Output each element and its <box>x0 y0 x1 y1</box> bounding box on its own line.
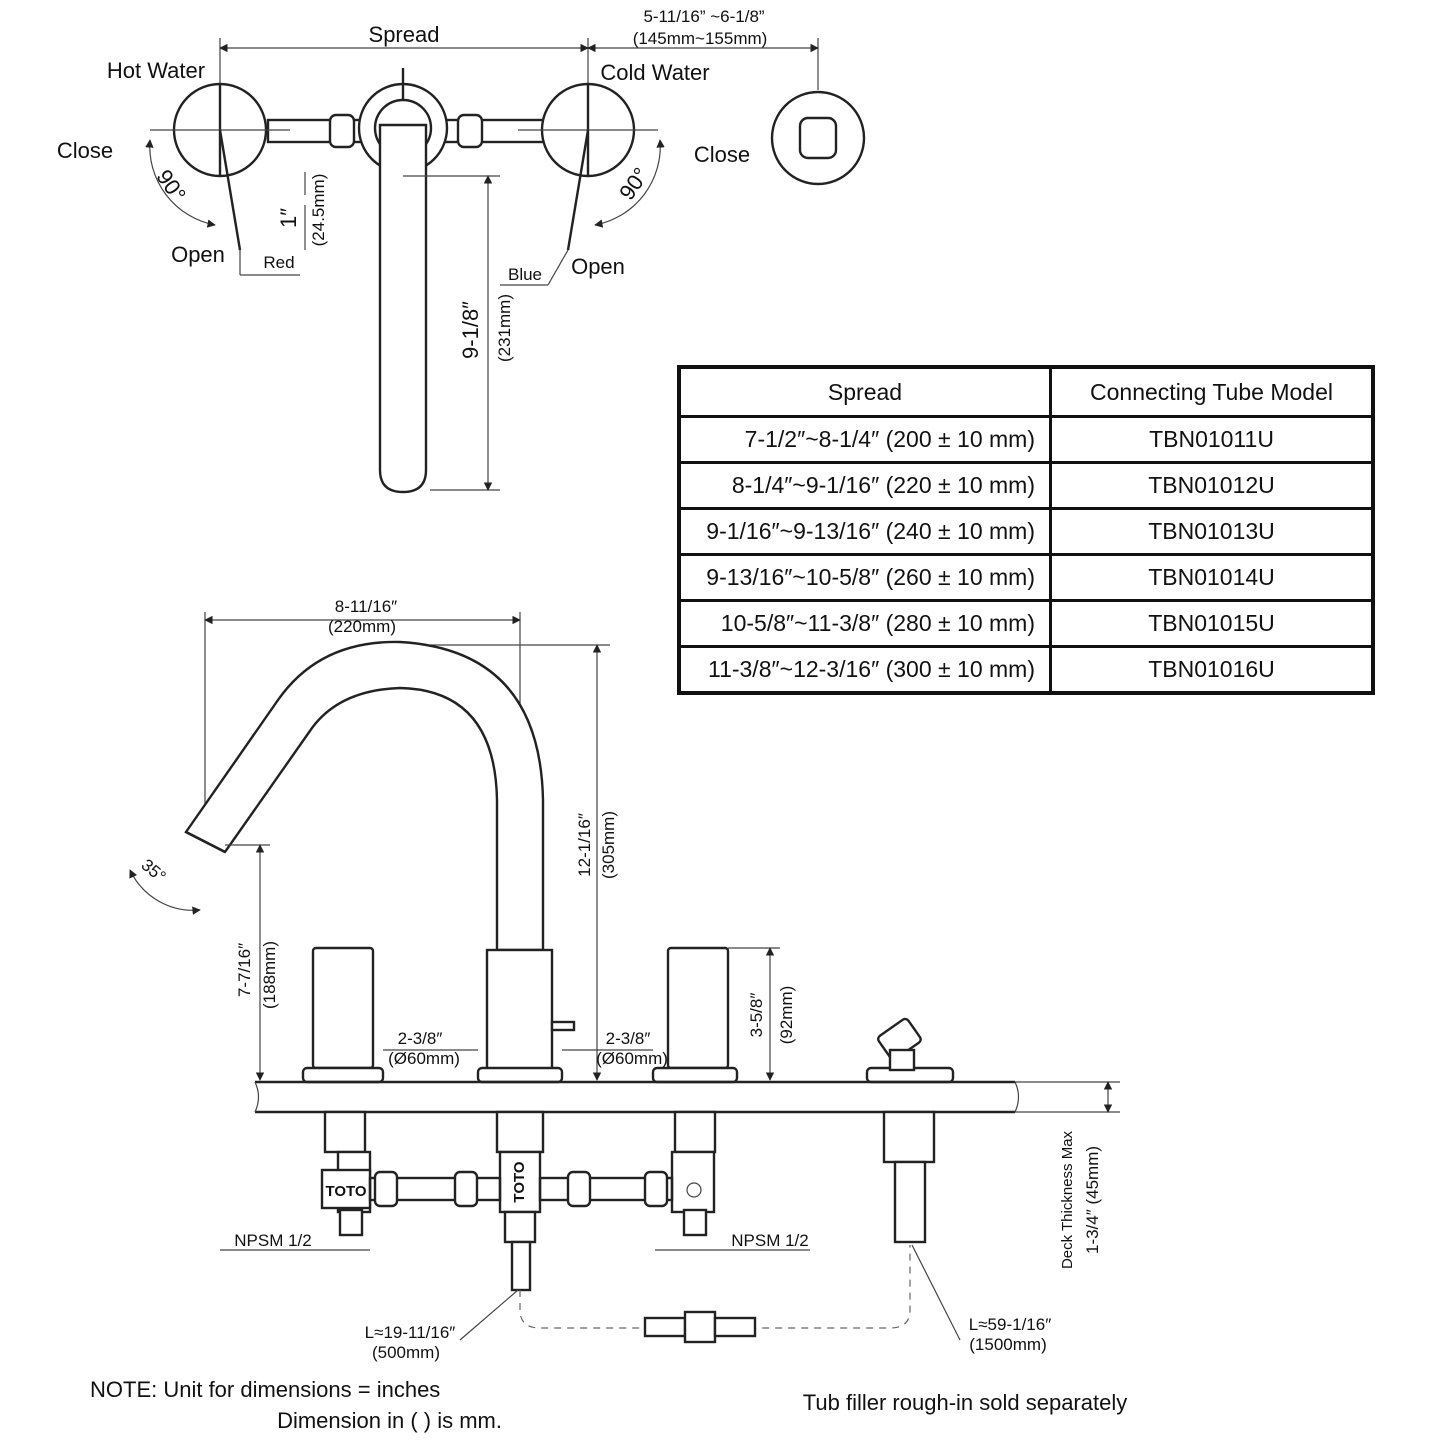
spout-arm <box>378 123 428 494</box>
cold-water-label: Cold Water <box>600 60 709 85</box>
reach-in: 8-11/16″ <box>335 597 397 616</box>
brand-left: TOTO <box>325 1183 366 1200</box>
open-left-label: Open <box>171 242 225 267</box>
angle-right-label: 90° <box>614 163 654 205</box>
height-in: 12-1/16″ <box>575 813 594 877</box>
hose-right-mm: (1500mm) <box>969 1335 1046 1354</box>
handle-h-mm: (92mm) <box>777 986 796 1045</box>
note-line2: Dimension in ( ) is mm. <box>277 1408 502 1433</box>
hot-handle-side <box>311 946 375 1070</box>
table-row: 8-1/4″~9-1/16″ (220 ± 10 mm) TBN01012U <box>677 461 1375 510</box>
hot-water-label: Hot Water <box>107 58 205 83</box>
npsm-left: NPSM 1/2 <box>234 1231 311 1250</box>
rough-in-note: Tub filler rough-in sold separately <box>803 1390 1127 1415</box>
deck-value: 1-3/4″ (45mm) <box>1083 1146 1102 1254</box>
spout-body <box>485 948 554 1072</box>
spread-range-mm: (145mm~155mm) <box>633 29 768 48</box>
spread-range-in: 5-11/16” ~6-1/8” <box>643 7 764 26</box>
model-cell: TBN01014U <box>1049 553 1375 602</box>
red-label: Red <box>263 253 294 272</box>
dia-left-in: 2-3/8″ <box>398 1029 443 1048</box>
blue-label: Blue <box>508 265 542 284</box>
spread-cell: 9-13/16″~10-5/8″ (260 ± 10 mm) <box>677 553 1052 602</box>
height-mm: (305mm) <box>599 811 618 879</box>
spout-in: 9-1/8″ <box>458 301 483 359</box>
close-left-label: Close <box>57 138 113 163</box>
model-cell: TBN01012U <box>1049 461 1375 510</box>
spout-clear-mm: (188mm) <box>260 941 279 1009</box>
model-cell: TBN01015U <box>1049 599 1375 648</box>
top-view: Spread 5-11/16” ~6-1/8” (145mm~155mm) Ho… <box>57 7 866 494</box>
cold-handle-side <box>666 946 730 1070</box>
reach-mm: (220mm) <box>328 617 396 636</box>
header-spread: Spread <box>677 365 1052 418</box>
side-view: 8-11/16″ (220mm) 12-1/16″ (305mm) 35° 7-… <box>129 597 1120 1362</box>
note-line1: NOTE: Unit for dimensions = inches <box>90 1377 440 1402</box>
close-right-label: Close <box>694 142 750 167</box>
model-cell: TBN01013U <box>1049 507 1375 556</box>
table-row: 7-1/2″~8-1/4″ (200 ± 10 mm) TBN01011U <box>677 415 1375 464</box>
spread-cell: 11-3/8″~12-3/16″ (300 ± 10 mm) <box>677 645 1052 695</box>
spread-label: Spread <box>369 22 440 47</box>
angle-35: 35° <box>138 855 170 886</box>
angle-left-label: 90° <box>151 165 191 207</box>
table-row: 9-13/16″~10-5/8″ (260 ± 10 mm) TBN01014U <box>677 553 1375 602</box>
spread-cell: 10-5/8″~11-3/8″ (280 ± 10 mm) <box>677 599 1052 648</box>
spout-clear-in: 7-7/16″ <box>235 943 254 997</box>
npsm-right: NPSM 1/2 <box>731 1231 808 1250</box>
table-row: 11-3/8″~12-3/16″ (300 ± 10 mm) TBN01016U <box>677 645 1375 695</box>
table-row: 9-1/16″~9-13/16″ (240 ± 10 mm) TBN01013U <box>677 507 1375 556</box>
handle-mm: (24.5mm) <box>309 174 328 247</box>
spread-cell: 8-1/4″~9-1/16″ (220 ± 10 mm) <box>677 461 1052 510</box>
tub-filler-hose <box>893 1160 927 1244</box>
table-header-row: Spread Connecting Tube Model <box>677 365 1375 418</box>
dia-left-mm: (Ø60mm) <box>388 1049 460 1068</box>
table-row: 10-5/8″~11-3/8″ (280 ± 10 mm) TBN01015U <box>677 599 1375 648</box>
brand-center: TOTO <box>511 1161 528 1202</box>
hose-left-in: L≈19-11/16″ <box>365 1323 456 1342</box>
deck-label: Deck Thickness Max <box>1059 1130 1076 1269</box>
handle-in: 1″ <box>276 208 301 228</box>
open-right-label: Open <box>571 254 625 279</box>
gooseneck-spout <box>184 640 545 952</box>
spread-table: Spread Connecting Tube Model 7-1/2″~8-1/… <box>677 365 1375 695</box>
spout-mm: (231mm) <box>495 294 514 362</box>
dia-right-mm: (Ø60mm) <box>596 1049 668 1068</box>
spread-cell: 7-1/2″~8-1/4″ (200 ± 10 mm) <box>677 415 1052 464</box>
handle-h-in: 3-5/8″ <box>747 993 766 1038</box>
header-model: Connecting Tube Model <box>1049 365 1375 418</box>
dia-right-in: 2-3/8″ <box>606 1029 651 1048</box>
spread-cell: 9-1/16″~9-13/16″ (240 ± 10 mm) <box>677 507 1052 556</box>
hose-left-mm: (500mm) <box>372 1343 440 1362</box>
model-cell: TBN01016U <box>1049 645 1375 695</box>
hose-right-in: L≈59-1/16″ <box>969 1315 1051 1334</box>
cold-valve-body <box>670 1150 716 1214</box>
model-cell: TBN01011U <box>1049 415 1375 464</box>
